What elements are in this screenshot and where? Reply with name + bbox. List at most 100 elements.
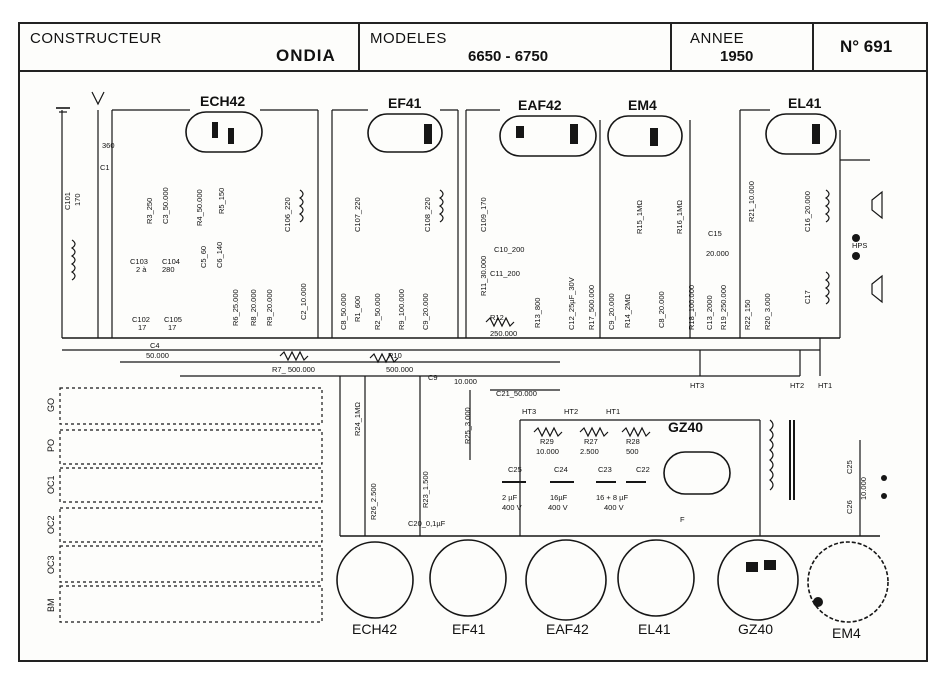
- label-r16: R16_1MΩ: [675, 200, 684, 234]
- label-r25: R25_3.000: [463, 407, 472, 444]
- label-r28: R28: [626, 437, 640, 446]
- tube-element: [228, 128, 234, 144]
- if-coil-1: [298, 189, 304, 223]
- label-r19: R19_250.000: [719, 285, 728, 330]
- label-c23: C23: [598, 465, 612, 474]
- tube-label-ech42: ECH42: [200, 93, 245, 109]
- label-r23: R23_1.500: [421, 471, 430, 508]
- output-transformer: [824, 189, 830, 223]
- label-r24: R24_1MΩ: [353, 402, 362, 436]
- band-box: [59, 585, 323, 623]
- band-label: OC3: [46, 555, 56, 574]
- numero-value: N° 691: [840, 37, 893, 56]
- resistor-r29: [533, 426, 563, 438]
- label-ht1: HT1: [818, 381, 832, 390]
- tube-label-ef41: EF41: [388, 95, 422, 111]
- label-c103: C103: [130, 257, 148, 266]
- tube-gz40: [663, 451, 731, 495]
- socket-ech42: [336, 541, 414, 619]
- socket-pin: [764, 560, 776, 570]
- modeles-value: 6650 - 6750: [468, 48, 549, 65]
- label-c4: C4: [150, 341, 160, 350]
- jack: [852, 234, 860, 242]
- constructeur-cell: CONSTRUCTEUR ONDIA: [20, 24, 360, 70]
- label-c24v2: 400 V: [548, 503, 568, 512]
- band-label: BM: [46, 599, 56, 613]
- label-r9b: R9_100.000: [397, 289, 406, 330]
- label-r11: R11_30.000: [479, 256, 488, 296]
- label-c9a: C9_20.000: [421, 293, 430, 330]
- socket-label: EM4: [832, 625, 861, 641]
- label-ht3a: HT3: [522, 407, 536, 416]
- tube-em4: [607, 115, 683, 157]
- label-hps: HPS: [852, 241, 867, 250]
- jack: [852, 252, 860, 260]
- label-c25: C25: [508, 465, 522, 474]
- socket-eaf42: [525, 539, 607, 621]
- band-label: OC1: [46, 475, 56, 494]
- label-c1: 360: [102, 141, 115, 150]
- socket-el41: [617, 539, 695, 617]
- socket-ef41: [429, 539, 507, 617]
- label-c102v: 17: [138, 323, 146, 332]
- label-r13: R13_800: [533, 298, 542, 328]
- label-c8: C8_50.000: [339, 293, 348, 330]
- band-box: [59, 467, 323, 503]
- annee-label: ANNEE: [690, 30, 745, 47]
- label-c22: C22: [636, 465, 650, 474]
- if-coil-2: [438, 189, 444, 223]
- tube-element: [424, 124, 432, 144]
- label-r29v: 10.000: [536, 447, 559, 456]
- label-f: F: [680, 515, 685, 524]
- antenna-coil: [70, 239, 76, 281]
- resistor-r7: [279, 350, 309, 362]
- socket-label: EAF42: [546, 621, 589, 637]
- label-r5: R5_150: [217, 188, 226, 214]
- label-c25v2: 400 V: [502, 503, 522, 512]
- constructeur-label: CONSTRUCTEUR: [30, 30, 162, 47]
- tube-label-el41: EL41: [788, 95, 822, 111]
- label-r28v: 500: [626, 447, 639, 456]
- band-box: [59, 429, 323, 465]
- label-r27v: 2.500: [580, 447, 599, 456]
- resistor-r28: [621, 426, 651, 438]
- label-c21: C21_50.000: [496, 389, 537, 398]
- socket-label: ECH42: [352, 621, 397, 637]
- label-c9: C9: [428, 373, 438, 382]
- label-r2: R2_50.000: [373, 293, 382, 330]
- band-label: PO: [46, 439, 56, 452]
- label-ht3: HT3: [690, 381, 704, 390]
- mains-terminal: [881, 475, 887, 481]
- constructeur-value: ONDIA: [276, 46, 336, 65]
- tube-element: [570, 124, 578, 144]
- label-c5: C5_60: [199, 246, 208, 268]
- label-c25b: C25: [845, 460, 854, 474]
- socket-pin: [746, 562, 758, 572]
- label-c6: C6_140: [215, 242, 224, 268]
- label-c107: C107_220: [353, 197, 362, 232]
- label-c4v: 50.000: [146, 351, 169, 360]
- mains-terminal: [881, 493, 887, 499]
- output-transformer-2: [824, 271, 830, 305]
- tube-ef41: [367, 113, 443, 153]
- label-c10: C10_200: [494, 245, 524, 254]
- label-r26: R26_2.500: [369, 483, 378, 520]
- tube-label-gz40: GZ40: [668, 419, 703, 435]
- label-r21: R21_10.000: [747, 181, 756, 222]
- label-r27: R27: [584, 437, 598, 446]
- label-c101: C101: [63, 192, 72, 210]
- socket-gz40: [717, 539, 799, 621]
- label-c11: C11_200: [490, 269, 520, 278]
- label-c8b: C8_20.000: [657, 291, 666, 328]
- label-ht2: HT2: [790, 381, 804, 390]
- label-r29: R29: [540, 437, 554, 446]
- label-c12: C12_25µF_30V: [567, 277, 576, 330]
- socket-pin: [813, 597, 823, 607]
- modeles-label: MODELES: [370, 30, 447, 47]
- label-c26: C26: [845, 500, 854, 514]
- label-c3: C3_50.000: [161, 187, 170, 224]
- label-c15v: 20.000: [706, 249, 729, 258]
- label-r14: R14_2MΩ: [623, 294, 632, 328]
- label-r10: R10: [388, 351, 402, 360]
- label-c109: C109_170: [479, 197, 488, 232]
